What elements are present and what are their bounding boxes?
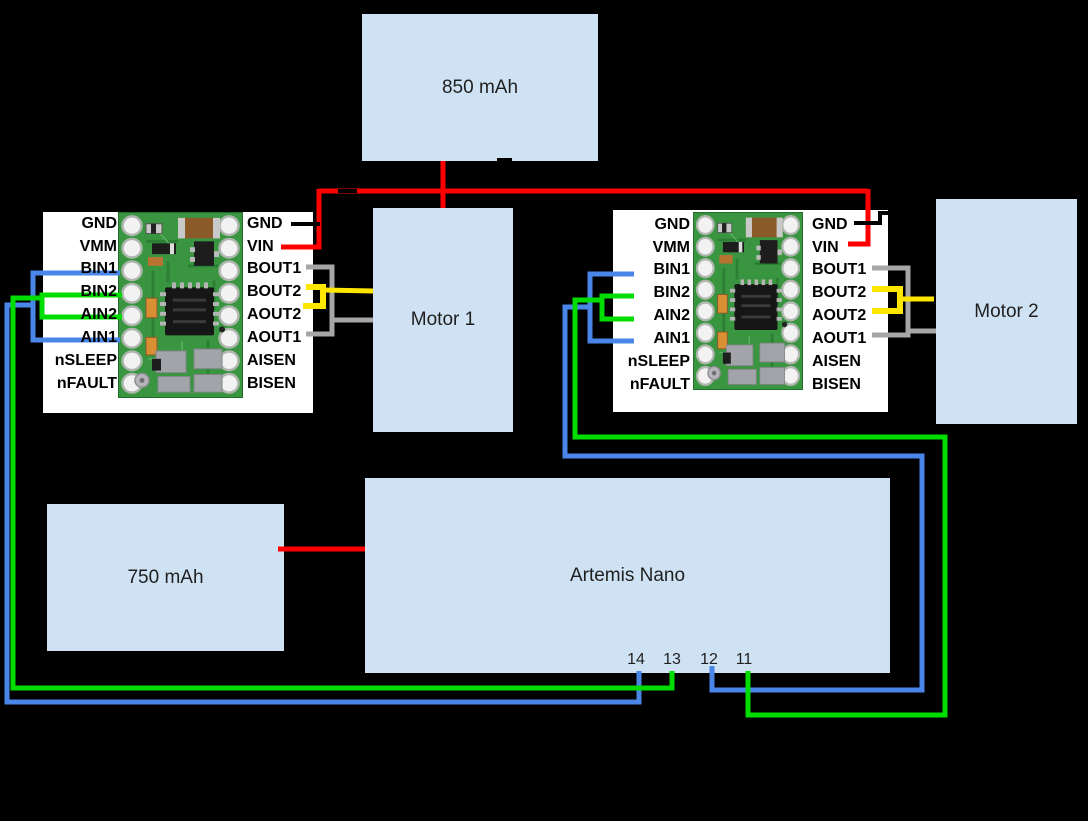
pin-label: AISEN (247, 352, 296, 370)
pin-label: AOUT1 (812, 330, 867, 348)
pin-label: AIN2 (80, 306, 117, 324)
pin-label: GND (247, 214, 283, 232)
pin-label: AISEN (812, 353, 861, 371)
wire-rail-to-left-vin (281, 189, 322, 250)
pin-label: BIN1 (80, 260, 117, 278)
pin-label: AIN2 (653, 307, 690, 325)
left-driver-left-pin-column: GND VMM BIN1 BIN2 AIN2 AIN1 nSLEEP nFAUL… (45, 213, 117, 396)
motor-1-box: Motor 1 (373, 208, 513, 432)
wire-right-blue-to-pin12 (562, 304, 925, 693)
wire-right-green-to-pin11 (572, 297, 948, 718)
battery-750-label: 750 mAh (127, 566, 204, 588)
artemis-pin-14: 14 (627, 651, 645, 668)
battery-850-box: 850 mAh (362, 14, 598, 161)
wire-left-green-to-pin13 (10, 295, 675, 691)
battery-750-box: 750 mAh (47, 504, 284, 651)
motor-2-box: Motor 2 (936, 199, 1077, 424)
pin-label: BIN1 (653, 261, 690, 279)
artemis-pin-11: 11 (735, 651, 753, 668)
wire-left-yellow-to-motor1 (322, 287, 374, 294)
pin-label: BISEN (247, 374, 296, 392)
pin-label: VIN (812, 238, 839, 256)
pin-label: GND (812, 215, 848, 233)
left-driver-right-pin-column: GND VIN BOUT1 BOUT2 AOUT2 AOUT1 AISEN BI… (247, 213, 317, 396)
pin-label: BOUT2 (247, 283, 302, 301)
left-driver-pcb-image (118, 212, 243, 398)
right-driver-right-pin-column: GND VIN BOUT1 BOUT2 AOUT2 AOUT1 AISEN BI… (812, 214, 882, 397)
pin-label: BISEN (812, 375, 861, 393)
pin-label: GND (81, 214, 117, 232)
artemis-pin-12: 12 (700, 651, 718, 668)
wire-right-bin2-ain2-bracket (599, 293, 634, 322)
pin-label: AIN1 (80, 329, 117, 347)
pin-label: BIN2 (80, 283, 117, 301)
wire-left-bout2-aout2-bracket (303, 284, 326, 309)
pin-label: BIN2 (653, 284, 690, 302)
pin-label: BOUT1 (247, 260, 302, 278)
pin-label: VIN (247, 237, 274, 255)
pin-label: nFAULT (56, 374, 117, 392)
pin-label: GND (654, 215, 690, 233)
artemis-nano-label: Artemis Nano (569, 564, 686, 586)
wire-left-bin2-ain2-bracket (39, 292, 122, 320)
pin-label: BOUT1 (812, 261, 867, 279)
motor-1-label: Motor 1 (410, 309, 476, 330)
artemis-nano-box: Artemis Nano (365, 478, 890, 673)
wire-left-bout1-aout1-bracket (306, 264, 335, 337)
pin-label: AOUT2 (812, 307, 867, 325)
wire-rail-to-right-vin (848, 189, 871, 247)
pin-label: VMM (652, 238, 690, 256)
wire-right-gnd (854, 211, 888, 225)
pin-label: AOUT1 (247, 329, 302, 347)
pin-label: VMM (79, 237, 117, 255)
right-driver-left-pin-column: GND VMM BIN1 BIN2 AIN2 AIN1 nSLEEP nFAUL… (615, 214, 690, 397)
pin-label: AOUT2 (247, 306, 302, 324)
wire-left-blue-to-pin14 (4, 302, 642, 705)
pin-label: nFAULT (629, 375, 690, 393)
artemis-pin-13: 13 (663, 651, 681, 668)
pin-label: nSLEEP (627, 353, 690, 371)
motor-2-label: Motor 2 (974, 300, 1039, 322)
battery-850-label: 850 mAh (441, 76, 519, 98)
right-driver-pcb-image (693, 212, 803, 390)
pin-label: AIN1 (653, 330, 690, 348)
pin-label: BOUT2 (812, 284, 867, 302)
pin-label: nSLEEP (54, 352, 117, 370)
